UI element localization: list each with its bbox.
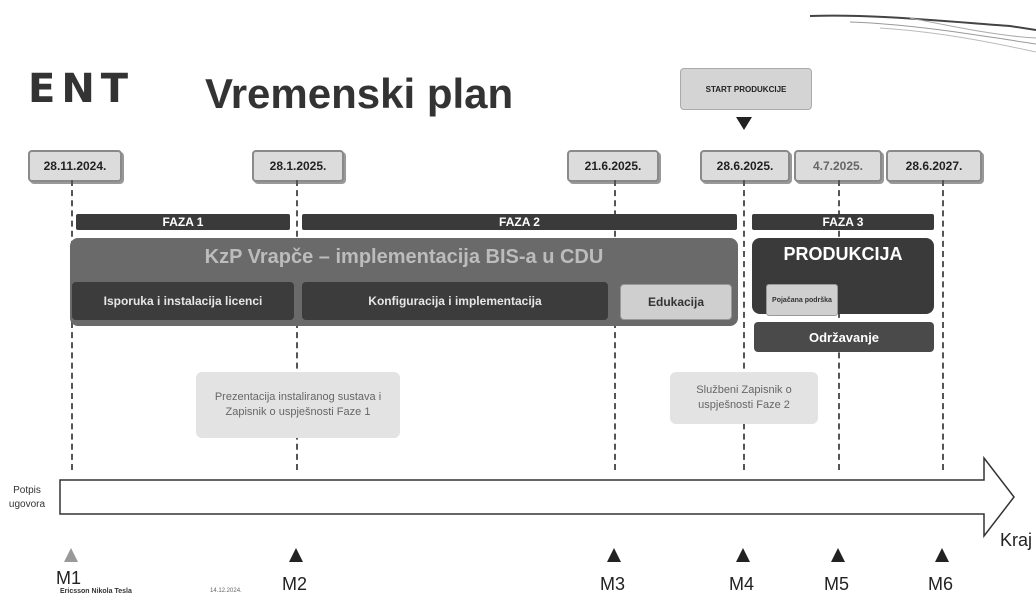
- date-m3: 21.6.2025.: [567, 150, 659, 182]
- end-label: Kraj: [1000, 530, 1033, 550]
- milestone-m5-icon: [831, 548, 845, 562]
- company-logo: ENT: [28, 66, 135, 112]
- milestone-m3-label: M3: [600, 574, 626, 594]
- date-m2: 28.1.2025.: [252, 150, 344, 182]
- milestone-m6-label: M6: [928, 574, 954, 594]
- milestone-m3-icon: [607, 548, 621, 562]
- dashed-line-m4: [743, 180, 745, 470]
- phase-1-bar: FAZA 1: [76, 214, 290, 230]
- date-m1: 28.11.2024.: [28, 150, 122, 182]
- phase2-note: Službeni Zapisnik o uspješnosti Faze 2: [670, 372, 818, 424]
- phase-3-bar: FAZA 3: [752, 214, 934, 230]
- maintenance-task: Održavanje: [754, 322, 934, 352]
- milestone-m6-icon: [935, 548, 949, 562]
- arrow-down-icon: [736, 117, 752, 130]
- milestone-m1-icon: [64, 548, 78, 562]
- start-production-label: START PRODUKCIJE: [680, 68, 812, 110]
- footer-company: Ericsson Nikola Tesla: [60, 588, 132, 595]
- contract-signing-label: Potpis ugovora: [8, 485, 46, 510]
- configuration-task: Konfiguracija i implementacija: [302, 282, 608, 320]
- dashed-line-m1: [71, 180, 73, 470]
- date-m6: 28.6.2027.: [886, 150, 982, 182]
- phase-2-bar: FAZA 2: [302, 214, 737, 230]
- phase1-note: Prezentacija instaliranog sustava i Zapi…: [196, 372, 400, 438]
- milestone-m4-icon: [736, 548, 750, 562]
- milestone-m2-label: M2: [282, 574, 308, 594]
- production-title: PRODUKCIJA: [783, 244, 903, 264]
- enhanced-support-task: Pojačana podrška: [766, 284, 838, 316]
- scribble-decoration: [810, 14, 1036, 53]
- project-title: KzP Vrapče – implementacija BIS-a u CDU: [204, 246, 604, 268]
- timeline-arrow: [59, 456, 1015, 538]
- education-task: Edukacija: [620, 284, 732, 320]
- page-title: Vremenski plan: [205, 70, 514, 117]
- date-m5: 4.7.2025.: [794, 150, 882, 182]
- milestone-m2-icon: [289, 548, 303, 562]
- delivery-task: Isporuka i instalacija licenci: [72, 282, 294, 320]
- footer-date: 14.12.2024.: [210, 588, 242, 594]
- milestone-m4-label: M4: [729, 574, 755, 594]
- date-m4: 28.6.2025.: [700, 150, 790, 182]
- dashed-line-m6: [942, 180, 944, 470]
- milestone-m1-label: M1: [56, 568, 82, 588]
- milestone-m5-label: M5: [824, 574, 850, 594]
